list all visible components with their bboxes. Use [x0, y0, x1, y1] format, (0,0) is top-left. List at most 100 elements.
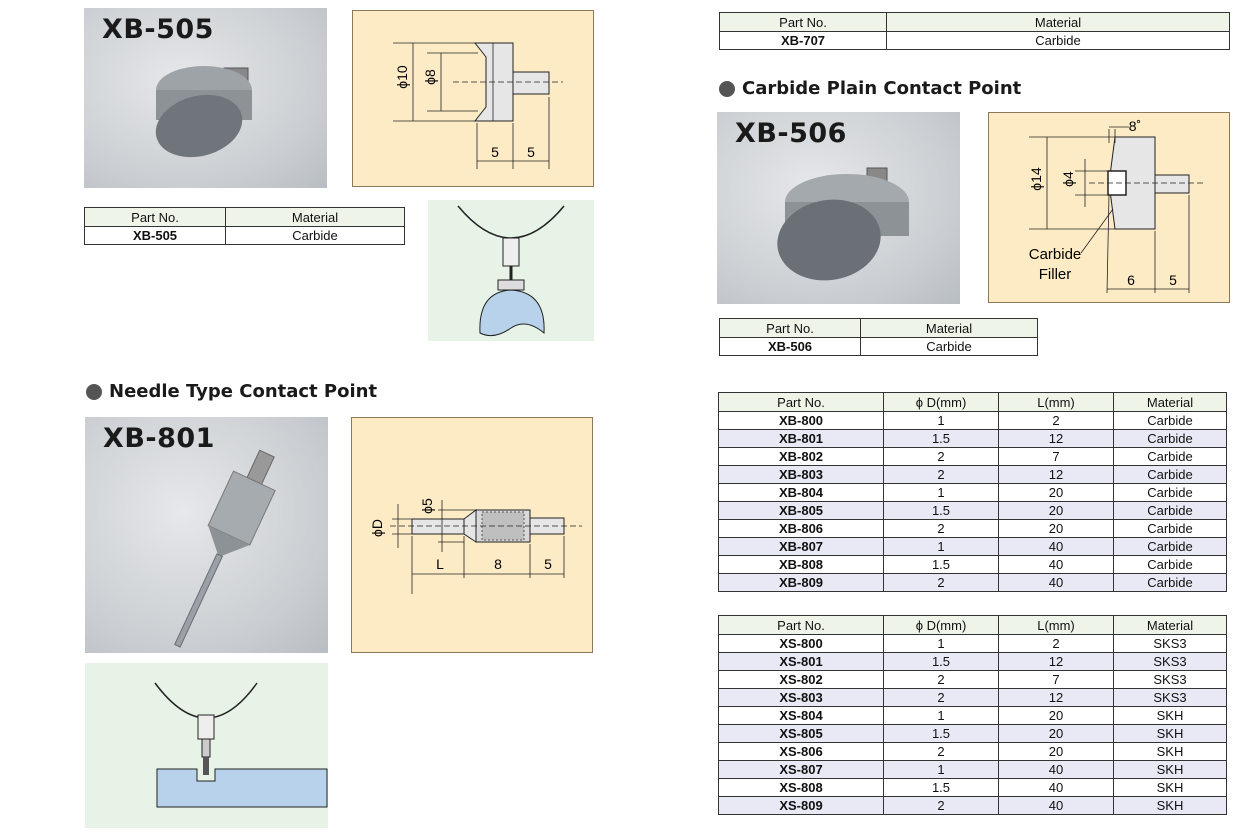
table-header: Material [1113, 615, 1227, 635]
xb506-title: XB-506 [735, 118, 847, 149]
part-no-cell: XB-807 [718, 537, 884, 556]
table-header: ϕ D(mm) [883, 615, 999, 635]
length-cell: 40 [998, 555, 1114, 574]
xb505-dim-len-b: 5 [527, 144, 535, 160]
bullet-icon [86, 383, 102, 400]
length-cell: 20 [998, 724, 1114, 743]
diameter-cell: 1.5 [883, 724, 999, 743]
xb506-filler-label-2: Filler [1039, 266, 1072, 283]
material-cell: Carbide [1113, 501, 1227, 520]
diameter-cell: 1 [883, 760, 999, 779]
length-cell: 40 [998, 573, 1114, 592]
diameter-cell: 1.5 [883, 652, 999, 671]
xb505-title: XB-505 [102, 14, 214, 45]
table-header: L(mm) [998, 392, 1114, 412]
material-cell: SKH [1113, 706, 1227, 725]
part-no-cell: XS-808 [718, 778, 884, 797]
xb505-photo: XB-505 [84, 8, 327, 188]
xb506-dim-d-outer: ϕ14 [1028, 167, 1044, 191]
diameter-cell: 1 [883, 483, 999, 502]
table-header: Part No. [719, 318, 861, 338]
part-no-cell: XB-505 [84, 226, 226, 245]
diameter-cell: 1 [883, 537, 999, 556]
xb506-filler-label-1: Carbide [1029, 246, 1082, 263]
length-cell: 12 [998, 465, 1114, 484]
xb505-table: Part No. Material XB-505 Carbide [84, 207, 405, 245]
material-cell: Carbide [1113, 429, 1227, 448]
material-cell: SKH [1113, 742, 1227, 761]
part-no-cell: XB-801 [718, 429, 884, 448]
needle-section-heading: Needle Type Contact Point [86, 381, 377, 402]
part-no-cell: XS-806 [718, 742, 884, 761]
material-cell: Carbide [1113, 465, 1227, 484]
length-cell: 12 [998, 688, 1114, 707]
material-cell: Carbide [886, 31, 1230, 50]
xb506-dim-len-a: 6 [1127, 272, 1135, 288]
diameter-cell: 1.5 [883, 429, 999, 448]
xb801-photo: XB-801 [85, 417, 328, 653]
diameter-cell: 2 [883, 688, 999, 707]
material-cell: Carbide [225, 226, 405, 245]
length-cell: 12 [998, 652, 1114, 671]
xb801-dim-len-b: 5 [544, 556, 552, 572]
xb801-usage-illustration [85, 663, 328, 828]
section-heading-text: Carbide Plain Contact Point [742, 78, 1022, 99]
xb506-part-image [777, 167, 909, 281]
length-cell: 2 [998, 411, 1114, 430]
material-cell: Carbide [1113, 573, 1227, 592]
xb506-dim-angle: 8˚ [1129, 118, 1141, 134]
material-cell: SKH [1113, 724, 1227, 743]
part-no-cell: XB-802 [718, 447, 884, 466]
diameter-cell: 1.5 [883, 778, 999, 797]
xb506-dim-len-b: 5 [1169, 272, 1177, 288]
material-cell: Carbide [1113, 411, 1227, 430]
diameter-cell: 2 [883, 573, 999, 592]
xb506-table: Part No. Material XB-506 Carbide [719, 318, 1038, 356]
xb506-dim-d-inner: ϕ4 [1060, 171, 1076, 187]
xb801-part-image [174, 449, 276, 648]
xb801-drawing: ϕD ϕ5 L 8 5 [351, 417, 593, 653]
part-no-cell: XS-804 [718, 706, 884, 725]
part-no-cell: XB-804 [718, 483, 884, 502]
xb801-dim-d-needle: ϕD [369, 519, 385, 537]
diameter-cell: 1.5 [883, 555, 999, 574]
xb801-title: XB-801 [103, 423, 215, 454]
xb505-drawing: ϕ10 ϕ8 5 5 [352, 10, 594, 187]
part-no-cell: XB-805 [718, 501, 884, 520]
table-header: Part No. [718, 392, 884, 412]
material-cell: SKS3 [1113, 688, 1227, 707]
material-cell: SKS3 [1113, 652, 1227, 671]
material-cell: Carbide [1113, 447, 1227, 466]
part-no-cell: XB-506 [719, 337, 861, 356]
part-no-cell: XS-809 [718, 796, 884, 815]
length-cell: 20 [998, 483, 1114, 502]
table-header: Material [860, 318, 1038, 338]
table-header: Part No. [84, 207, 226, 227]
material-cell: SKS3 [1113, 634, 1227, 653]
xb505-usage-illustration [428, 200, 594, 341]
diameter-cell: 1 [883, 634, 999, 653]
diameter-cell: 1.5 [883, 501, 999, 520]
xb801-dim-d-body: ϕ5 [419, 498, 435, 514]
diameter-cell: 1 [883, 706, 999, 725]
xb505-dim-d-inner: ϕ8 [422, 69, 438, 85]
material-cell: SKH [1113, 796, 1227, 815]
length-cell: 40 [998, 537, 1114, 556]
